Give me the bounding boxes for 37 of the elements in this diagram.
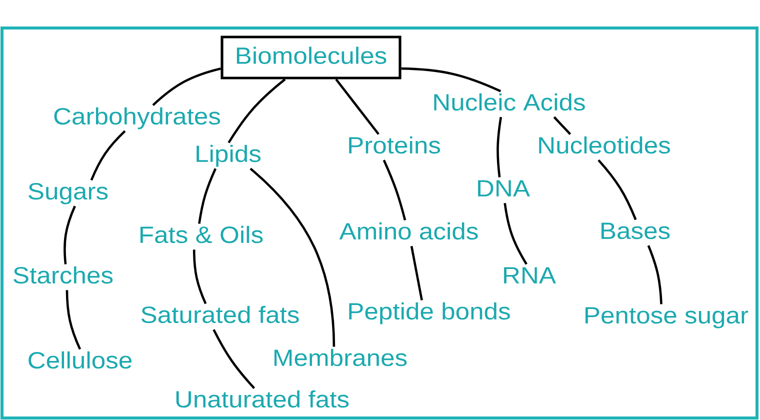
topic-label: Unaturated fats [176,390,349,408]
topic-label: Starches [14,266,113,284]
topic-label: Amino acids [339,222,478,240]
connector-line [401,67,502,92]
topic-label: Pentose sugar [586,307,748,328]
connector-line [192,250,207,304]
connector-line [647,245,662,304]
connector-line [228,78,286,144]
topic-label: Saturated fats [141,306,299,324]
connector-line [66,290,82,350]
connector-line [152,67,221,106]
connector-line [335,78,380,135]
topic-label: Fats & Oils [140,226,263,244]
topic-label: Carbohydrates [54,107,220,130]
connector-line [90,130,126,181]
topic-label: Peptide bonds [349,302,510,324]
topic-label: Proteins [349,136,440,154]
connector-line [553,116,572,135]
topic-label: Cellulose [28,351,132,369]
topic-label: Sugars [28,183,108,204]
topic-label: Membranes [274,348,407,366]
connector-line [382,160,406,220]
connector-line [598,159,637,220]
connector-line [496,116,502,178]
topic-label: Lipids [196,144,261,167]
topic-label: Nucleic Acids [434,93,585,111]
title-box: Biomolecules [220,36,402,80]
connector-line [64,206,76,264]
topic-label: RNA [504,267,556,284]
connector-line [198,168,217,224]
topic-label: Nucleotides [539,136,670,154]
topic-label: Bases [602,222,670,240]
connector-line [504,202,528,265]
connector-line [212,329,256,389]
connector-line [250,168,336,347]
connector-line [410,246,423,300]
topic-label: DNA [478,180,530,196]
